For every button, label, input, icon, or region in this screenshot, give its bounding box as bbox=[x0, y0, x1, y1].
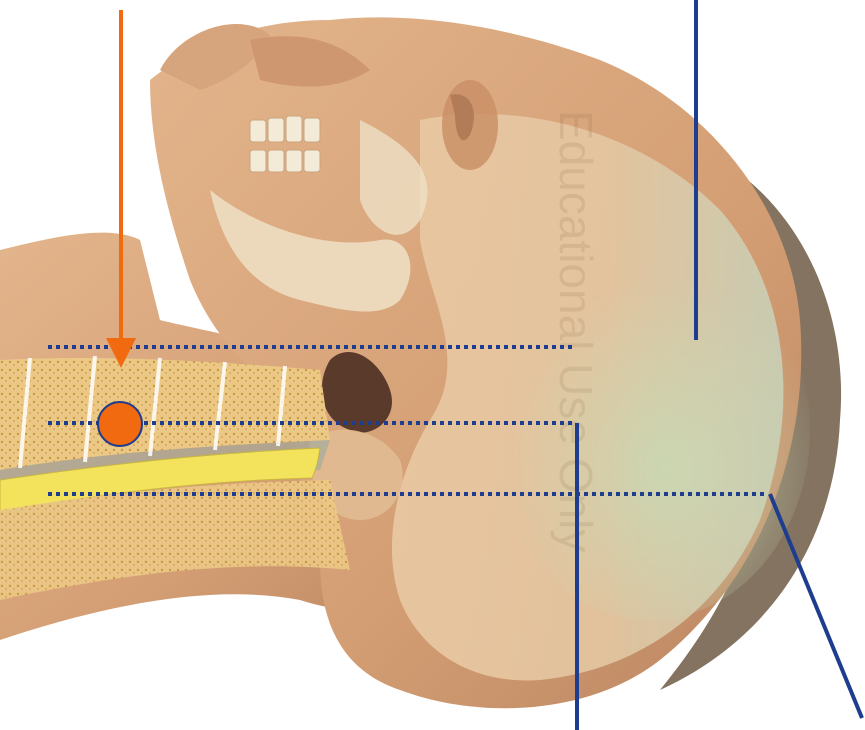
skull-tint bbox=[490, 240, 810, 620]
location-marker bbox=[98, 402, 142, 446]
ear bbox=[442, 80, 498, 170]
